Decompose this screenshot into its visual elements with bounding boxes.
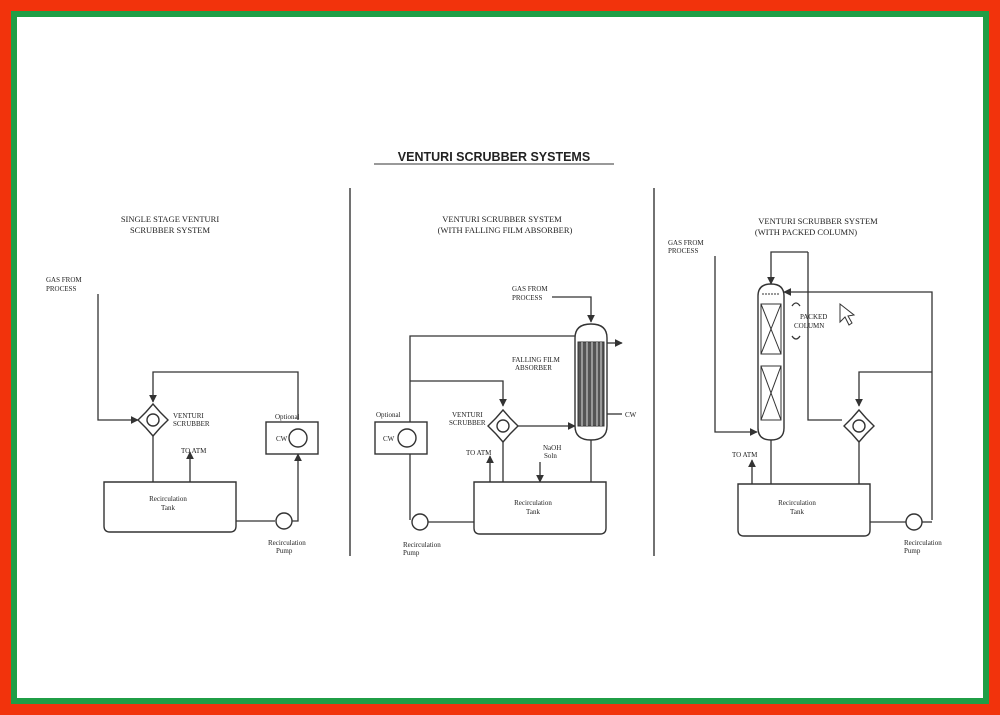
- panel3-venturi-scrubber: [843, 408, 875, 444]
- panel1-tank-label-line2: Tank: [161, 504, 175, 512]
- panel2-venturi-label-line2: SCRUBBER: [449, 419, 486, 427]
- panel2-pump-label-line2: Pump: [403, 549, 420, 557]
- panel3-packed-label-line2: COLUMN: [794, 322, 824, 330]
- panel2-absorber-label-line1: FALLING FILM: [512, 356, 561, 364]
- panel1-venturi-scrubber: [137, 402, 169, 438]
- panel3-pump-label-line2: Pump: [904, 547, 921, 555]
- panel2-recirculation-tank: [473, 481, 607, 535]
- panel2-heading-line2: (WITH FALLING FILM ABSORBER): [438, 225, 573, 235]
- panel1-cw-label: CW: [276, 435, 288, 443]
- panel2-heading-line1: VENTURI SCRUBBER SYSTEM: [442, 214, 562, 224]
- panel1-recirculation-tank: [103, 481, 237, 533]
- panel3-recirc-line: [783, 288, 933, 520]
- panel3-gas-line: [714, 256, 758, 436]
- panel2-cw-label: CW: [383, 435, 395, 443]
- panel3-heading-line1: VENTURI SCRUBBER SYSTEM: [758, 216, 878, 226]
- panel2-gas-label-line1: GAS FROM: [512, 285, 548, 293]
- panel2-tank-label-line2: Tank: [526, 508, 540, 516]
- mouse-cursor-icon: [839, 302, 856, 326]
- panel3-column-gas-out: [767, 251, 808, 285]
- panel3-to-atm-label: TO ATM: [732, 451, 758, 459]
- panel1-pump-label-line2: Pump: [276, 547, 293, 555]
- panel2-optional-label: Optional: [376, 411, 401, 419]
- panel-packed-column: VENTURI SCRUBBER SYSTEM (WITH PACKED COL…: [668, 216, 942, 555]
- panel2-recirc-line: [409, 335, 575, 520]
- panel1-heading-line1: SINGLE STAGE VENTURI: [121, 214, 219, 224]
- panel2-feed-line: [410, 380, 507, 407]
- panel2-pump-label-line1: Recirculation: [403, 541, 441, 549]
- panel3-packed-brace-top: [791, 302, 801, 307]
- panel1-recirc-line: [149, 371, 299, 420]
- panel3-recirculation-pump: [905, 513, 923, 531]
- panel2-gas-line: [552, 296, 595, 323]
- panel2-tank-label-line1: Recirculation: [514, 499, 552, 507]
- panel2-naoh-label-line1: NaOH: [543, 444, 561, 452]
- panel-single-stage: SINGLE STAGE VENTURI SCRUBBER SYSTEM GAS…: [46, 214, 319, 555]
- panel3-tank-label-line1: Recirculation: [778, 499, 816, 507]
- panel1-cooler-icon: [288, 428, 308, 448]
- panel1-heading-line2: SCRUBBER SYSTEM: [130, 225, 211, 235]
- panel3-column-bypass: [807, 252, 842, 421]
- inner-green-border: [11, 11, 989, 704]
- panel1-to-atm-label: TO ATM: [181, 447, 207, 455]
- panel2-naoh-label-line2: Soln: [544, 452, 557, 460]
- panel2-cooler-icon: [397, 428, 417, 448]
- panel-falling-film: VENTURI SCRUBBER SYSTEM (WITH FALLING FI…: [374, 214, 637, 557]
- panel3-recirculation-tank: [737, 483, 871, 537]
- panel3-venturi-feed: [855, 371, 932, 407]
- panel3-pump-label-line1: Recirculation: [904, 539, 942, 547]
- panel2-to-atm-label: TO ATM: [466, 449, 492, 457]
- panel3-tank-label-line2: Tank: [790, 508, 804, 516]
- panel3-packed-brace-bottom: [791, 335, 801, 340]
- panel3-gas-label-line2: PROCESS: [668, 247, 698, 255]
- panel2-venturi-scrubber: [487, 408, 519, 444]
- panel1-recirculation-pump: [275, 512, 293, 530]
- panel2-cw-right-label: CW: [625, 411, 637, 419]
- panel1-gas-label-line2: PROCESS: [46, 285, 76, 293]
- panel1-pump-label-line1: Recirculation: [268, 539, 306, 547]
- panel1-optional-label: Optional: [275, 413, 300, 421]
- panel1-venturi-label-line1: VENTURI: [173, 412, 204, 420]
- panel2-falling-film-absorber: [574, 323, 608, 441]
- panel2-gas-label-line2: PROCESS: [512, 294, 542, 302]
- panel3-gas-label-line1: GAS FROM: [668, 239, 704, 247]
- diagram-title: VENTURI SCRUBBER SYSTEMS: [398, 150, 590, 164]
- panel2-recirculation-pump: [411, 513, 429, 531]
- panel1-gas-line: [97, 294, 139, 424]
- panel1-tank-label-line1: Recirculation: [149, 495, 187, 503]
- panel3-packed-column: [757, 283, 785, 441]
- panel2-venturi-label-line1: VENTURI: [452, 411, 483, 419]
- panel1-gas-label-line1: GAS FROM: [46, 276, 82, 284]
- panel1-venturi-label-line2: SCRUBBER: [173, 420, 210, 428]
- panel3-heading-line2: (WITH PACKED COLUMN): [755, 227, 857, 237]
- panel3-packed-label-line1: PACKED: [800, 313, 827, 321]
- panel2-absorber-label-line2: ABSORBER: [515, 364, 552, 372]
- panel1-pump-to-cooler: [292, 453, 302, 522]
